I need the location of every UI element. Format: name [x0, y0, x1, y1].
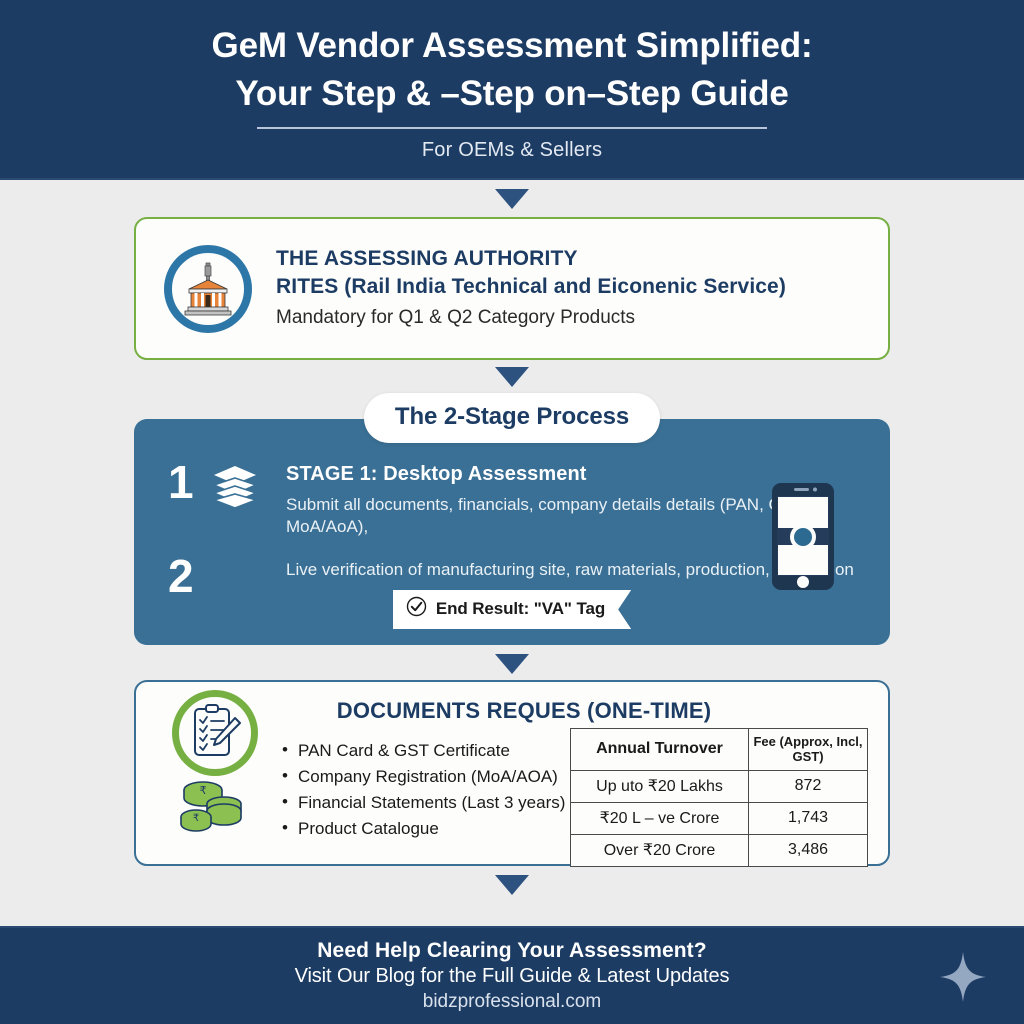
table-header-turnover: Annual Turnover: [570, 728, 749, 771]
header-divider: [257, 127, 767, 130]
end-result-ribbon: End Result: "VA" Tag: [393, 590, 631, 629]
page-footer: Need Help Clearing Your Assessment? Visi…: [0, 926, 1024, 1024]
list-item: Product Catalogue: [282, 815, 570, 842]
turnover-value: Up uto ₹20 Lakhs: [570, 770, 749, 803]
assessing-authority-card: THE ASSESSING AUTHORITY RITES (Rail Indi…: [134, 217, 890, 360]
clipboard-checklist-pencil-icon: [172, 690, 258, 776]
header-subtitle: For OEMs & Sellers: [421, 139, 603, 162]
footer-url[interactable]: bidzprofessional.com: [422, 991, 602, 1012]
page-header: GeM Vendor Assessment Simplified: Your S…: [0, 0, 1024, 180]
two-stage-process-panel: 1 STAGE 1: Desktop Assessment Submit all…: [134, 419, 890, 645]
authority-title: THE ASSESSING AUTHORITY: [276, 246, 578, 270]
chevron-down-icon: [495, 367, 529, 387]
table-row: Over ₹20 Crore 3,486: [570, 834, 868, 867]
documents-body: ₹ ₹ PAN Card & GST Certificate Co: [158, 690, 868, 867]
fee-value: 1,743: [748, 802, 868, 835]
authority-organization: RITES (Rail India Technical and Eiconeni…: [276, 274, 786, 298]
chevron-down-icon: [495, 654, 529, 674]
list-item: PAN Card & GST Certificate: [282, 737, 570, 764]
stage-2-description: Live verification of manufacturing site,…: [286, 559, 854, 579]
footer-subtitle: Visit Our Blog for the Full Guide & Late…: [294, 965, 730, 987]
table-header-row: Annual Turnover Fee (Approx, Incl, GST): [570, 728, 868, 771]
svg-text:₹: ₹: [200, 785, 207, 797]
turnover-value: ₹20 L – ve Crore: [570, 802, 749, 835]
stage-row-1: 1 STAGE 1: Desktop Assessment Submit all…: [168, 456, 890, 539]
page-title-line-1: GeM Vendor Assessment Simplified:: [211, 25, 813, 65]
page-title: GeM Vendor Assessment Simplified: Your S…: [212, 22, 813, 119]
end-result-ribbon-holder: End Result: "VA" Tag: [134, 590, 890, 629]
stage-2-body: Live verification of manufacturing site,…: [286, 555, 854, 581]
documents-list: PAN Card & GST Certificate Company Regis…: [282, 734, 570, 867]
connector-arrow-4: [0, 875, 1024, 895]
turnover-value: Over ₹20 Crore: [570, 834, 749, 867]
footer-heading: Need Help Clearing Your Assessment?: [317, 939, 707, 962]
stage-1-body: STAGE 1: Desktop Assessment Submit all d…: [286, 461, 890, 539]
list-item: Financial Statements (Last 3 years): [282, 789, 570, 816]
check-circle-icon: [406, 596, 427, 622]
stage-number-2: 2: [168, 549, 194, 602]
chevron-down-icon: [495, 189, 529, 209]
page-title-line-2: Your Step & –Step on–Step Guide: [235, 74, 789, 113]
stage-row-2: 2 Live verification of manufacturing sit…: [168, 549, 890, 602]
stage-1-heading: STAGE 1: Desktop Assessment: [286, 463, 587, 485]
chevron-down-icon: [495, 875, 529, 895]
stage-number-1: 1: [168, 456, 194, 508]
documents-required-card: DOCUMENTS REQUES (ONE-TIME): [134, 680, 890, 867]
connector-arrow-1: [0, 189, 1024, 209]
smartphone-camera-icon: [772, 483, 834, 595]
documents-title: DOCUMENTS REQUES (ONE-TIME): [336, 698, 712, 723]
svg-text:₹: ₹: [193, 813, 199, 824]
table-row: ₹20 L – ve Crore 1,743: [570, 802, 868, 835]
table-header-fee: Fee (Approx, Incl, GST): [748, 728, 868, 771]
end-result-label: End Result: "VA" Tag: [435, 599, 606, 618]
authority-text-block: THE ASSESSING AUTHORITY RITES (Rail Indi…: [276, 245, 786, 333]
fee-value: 872: [748, 770, 868, 803]
two-stage-process-badge: The 2-Stage Process: [363, 393, 661, 443]
fee-value: 3,486: [748, 834, 868, 867]
list-item: Company Registration (MoA/AOA): [282, 763, 570, 790]
connector-arrow-2: [0, 367, 1024, 387]
connector-arrow-3: [0, 654, 1024, 674]
stage-pill-holder: The 2-Stage Process: [134, 393, 890, 443]
government-building-icon: [164, 244, 252, 333]
authority-note: Mandatory for Q1 & Q2 Category Products: [276, 306, 636, 328]
documents-icon-column: ₹ ₹: [160, 690, 282, 867]
rupee-coins-icon: ₹ ₹: [176, 778, 282, 839]
sparkle-icon: [938, 950, 988, 1009]
table-row: Up uto ₹20 Lakhs 872: [570, 770, 868, 803]
fee-table: Annual Turnover Fee (Approx, Incl, GST) …: [570, 728, 868, 867]
stage-1-description: Submit all documents, financials, compan…: [286, 495, 807, 537]
layers-stack-icon: [211, 464, 259, 515]
